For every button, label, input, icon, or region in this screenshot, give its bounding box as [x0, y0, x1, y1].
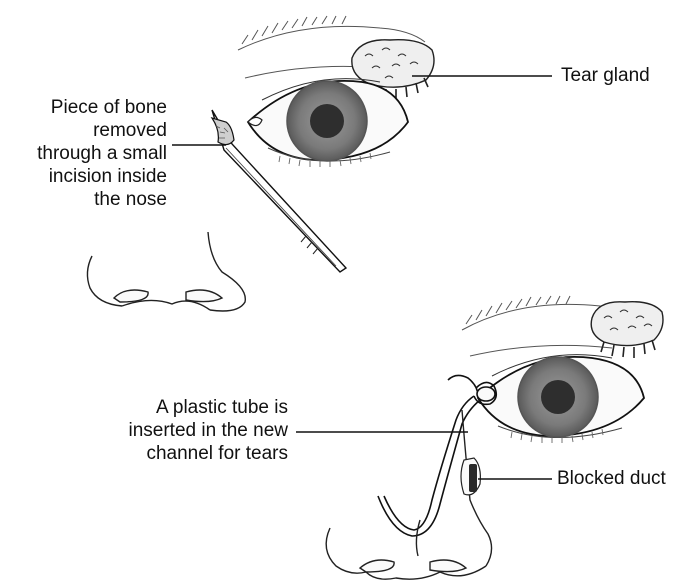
top-eye	[248, 79, 408, 167]
bone-label-line: incision inside	[37, 165, 167, 188]
bottom-eye	[478, 355, 644, 443]
bone-label-line: through a small	[37, 142, 167, 165]
tube-label: A plastic tube is inserted in the new ch…	[129, 396, 289, 465]
bone-label-line: the nose	[37, 188, 167, 211]
tear-gland-label: Tear gland	[561, 64, 650, 87]
bone-fragment	[212, 118, 234, 145]
blocked-duct	[461, 458, 480, 495]
top-nose	[87, 232, 245, 311]
bottom-pupil	[541, 380, 575, 414]
top-pupil	[310, 104, 344, 138]
bone-label: Piece of bone removed through a small in…	[37, 96, 167, 211]
tube-label-line: inserted in the new	[129, 419, 289, 442]
bottom-tear-gland	[591, 302, 663, 358]
bone-label-line: removed	[37, 119, 167, 142]
tube-label-line: channel for tears	[129, 442, 289, 465]
tube-label-line: A plastic tube is	[129, 396, 289, 419]
blocked-duct-label: Blocked duct	[557, 467, 666, 490]
bone-label-line: Piece of bone	[37, 96, 167, 119]
